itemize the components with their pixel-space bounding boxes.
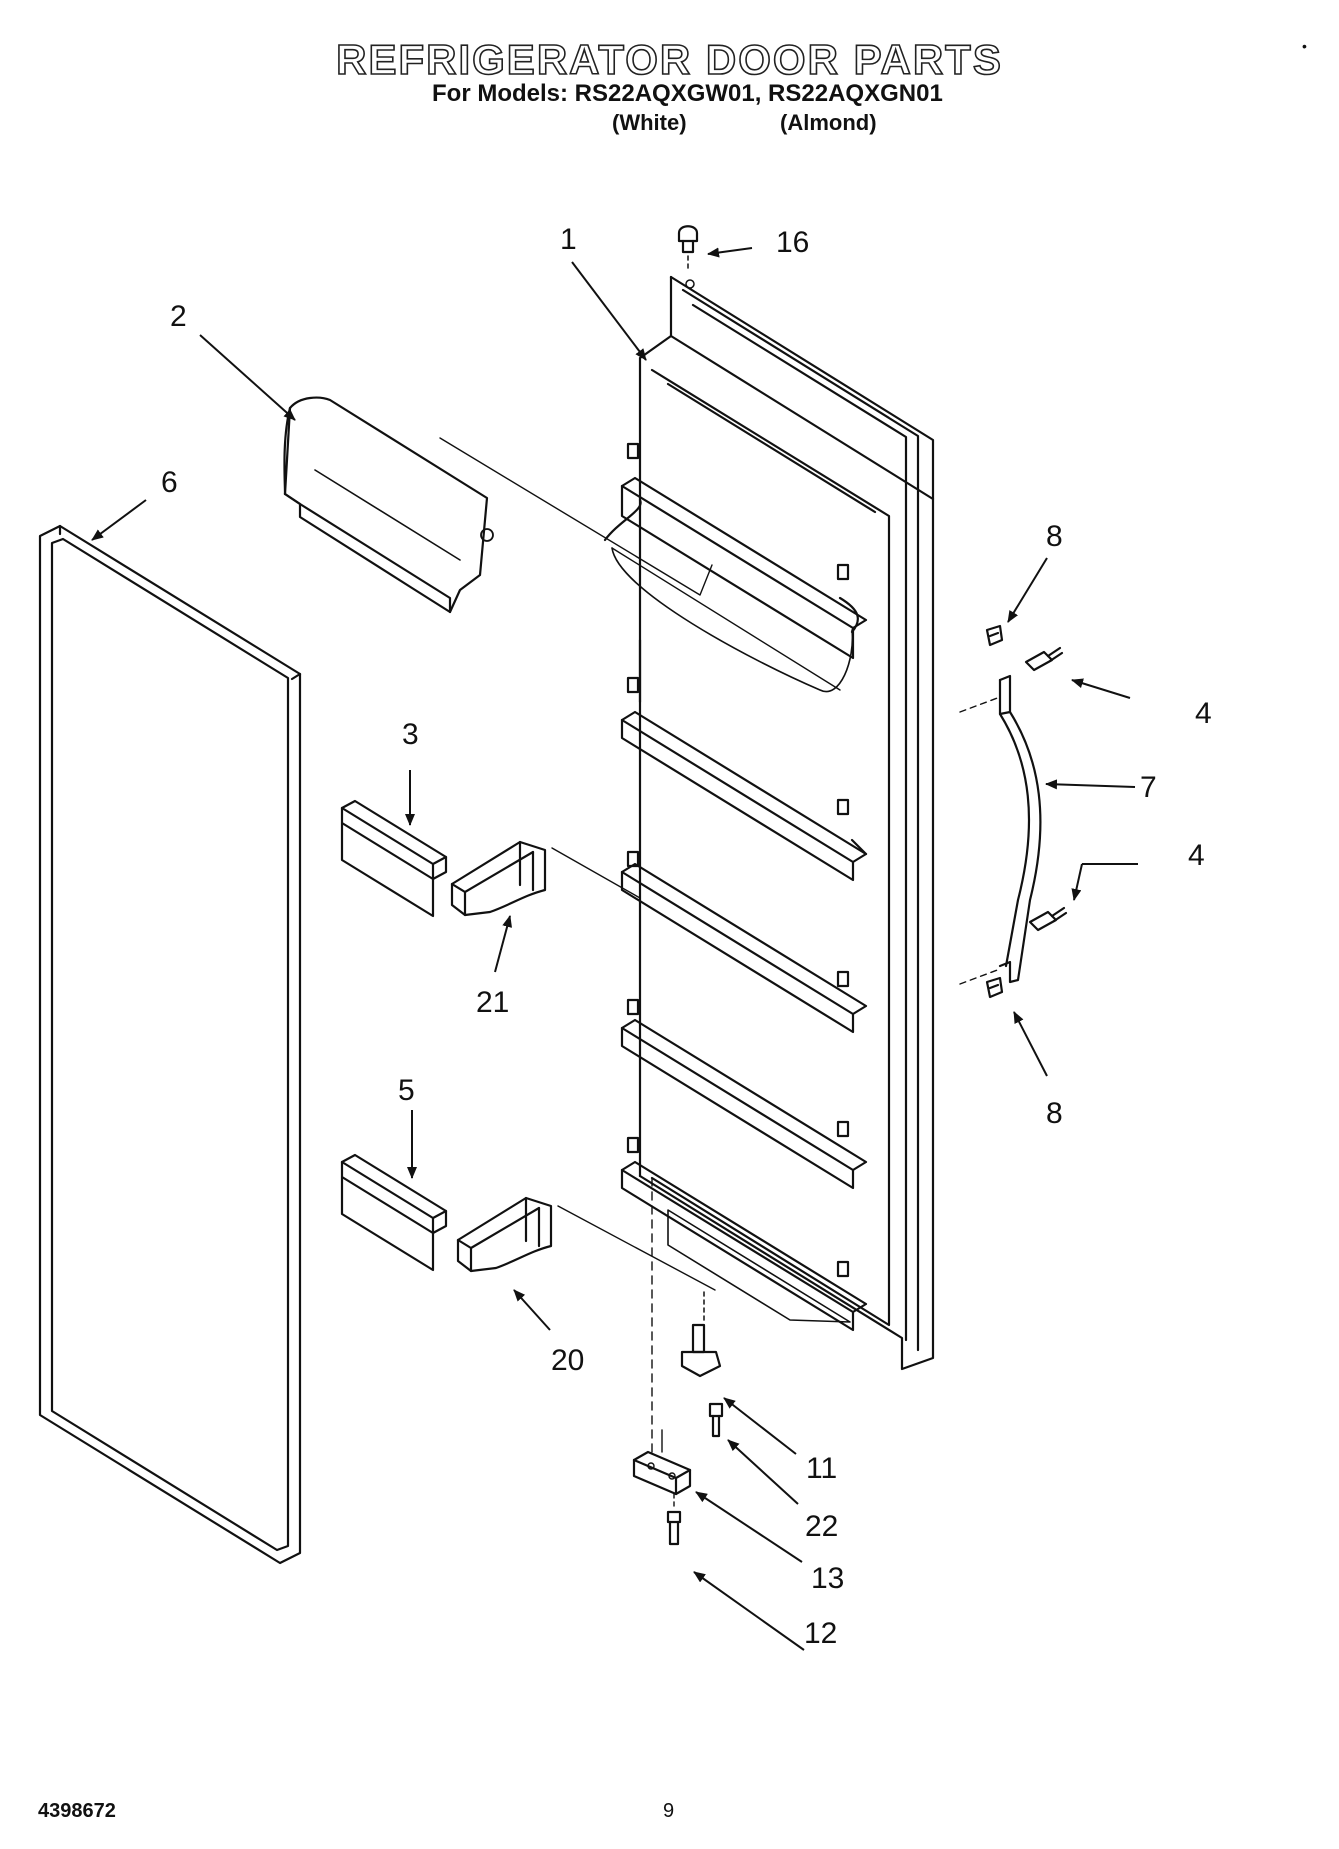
callout-8-lower: 8: [1046, 1097, 1063, 1130]
leader-line-21: [494, 915, 512, 973]
models-label: For Models: RS22AQXGW01, RS22AQXGN01: [432, 80, 943, 107]
model-info: For Models: RS22AQXGW01, RS22AQXGN01 (Wh…: [432, 80, 992, 140]
bottom-hinge-part: [632, 1450, 692, 1496]
hinge-bracket-screw-part: [666, 1510, 682, 1546]
callout-12: 12: [804, 1617, 837, 1650]
leader-line-7: [1045, 779, 1136, 790]
door-handle-part: [998, 674, 1042, 984]
callout-2: 2: [170, 300, 187, 333]
callout-7: 7: [1140, 771, 1157, 804]
handle-screw-upper-part: [1024, 646, 1064, 672]
diagram-header: REFRIGERATOR DOOR PARTS: [0, 36, 1339, 83]
leader-line-22: [727, 1439, 799, 1505]
leader-line-4-lower-b: [1071, 863, 1083, 901]
door-liner-part: [603, 275, 935, 1371]
color-almond: (Almond): [780, 110, 877, 135]
door-gasket-part: [38, 524, 302, 1565]
callout-3: 3: [402, 718, 419, 751]
callout-4-lower: 4: [1188, 839, 1205, 872]
leader-line-16: [707, 247, 753, 258]
callout-6: 6: [161, 466, 178, 499]
callout-1: 1: [560, 223, 577, 256]
callout-8-upper: 8: [1046, 520, 1063, 553]
leader-line-20: [513, 1289, 551, 1331]
handle-clip-upper-part: [985, 624, 1004, 647]
leader-line-6: [91, 499, 147, 541]
document-number: 4398672: [38, 1800, 116, 1822]
page-title: REFRIGERATOR DOOR PARTS: [335, 36, 1003, 83]
callout-20: 20: [551, 1344, 584, 1377]
callout-labels: 1 2 3 4 4 5 6 7 8 8 11 12 13 16 20 21 22: [161, 223, 1212, 1650]
color-white: (White): [612, 110, 687, 135]
handle-screw-lower-part: [1028, 906, 1068, 932]
cap-plug-part: [677, 225, 699, 273]
leader-line-11: [723, 1397, 797, 1455]
bin-end-cap-lower-part: [456, 1196, 716, 1291]
leader-line-8-upper: [1007, 557, 1048, 623]
bin-trim-upper-part: [340, 799, 448, 918]
callout-11: 11: [806, 1452, 837, 1485]
corner-mark: •: [1302, 38, 1307, 54]
callout-22: 22: [805, 1510, 838, 1543]
callout-13: 13: [811, 1562, 844, 1595]
callout-16: 16: [776, 226, 809, 259]
leader-line-8-lower: [1013, 1011, 1048, 1077]
bin-end-cap-upper-part: [450, 840, 641, 917]
upper-bin-cover-part: [283, 396, 713, 614]
handle-clip-lower-part: [985, 976, 1004, 999]
hinge-pin-part: [680, 1323, 722, 1378]
callout-4-upper: 4: [1195, 697, 1212, 730]
leader-line-2: [199, 334, 296, 421]
callout-5: 5: [398, 1074, 415, 1107]
leader-line-13: [695, 1491, 803, 1563]
leader-line-12: [693, 1571, 805, 1651]
page-number: 9: [663, 1800, 675, 1822]
leader-lines: [91, 247, 1138, 1651]
callout-21: 21: [476, 986, 509, 1019]
hinge-screw-part: [708, 1402, 724, 1438]
leader-line-4-upper: [1071, 678, 1131, 699]
bin-trim-lower-part: [340, 1153, 448, 1272]
leader-line-1: [571, 261, 647, 361]
